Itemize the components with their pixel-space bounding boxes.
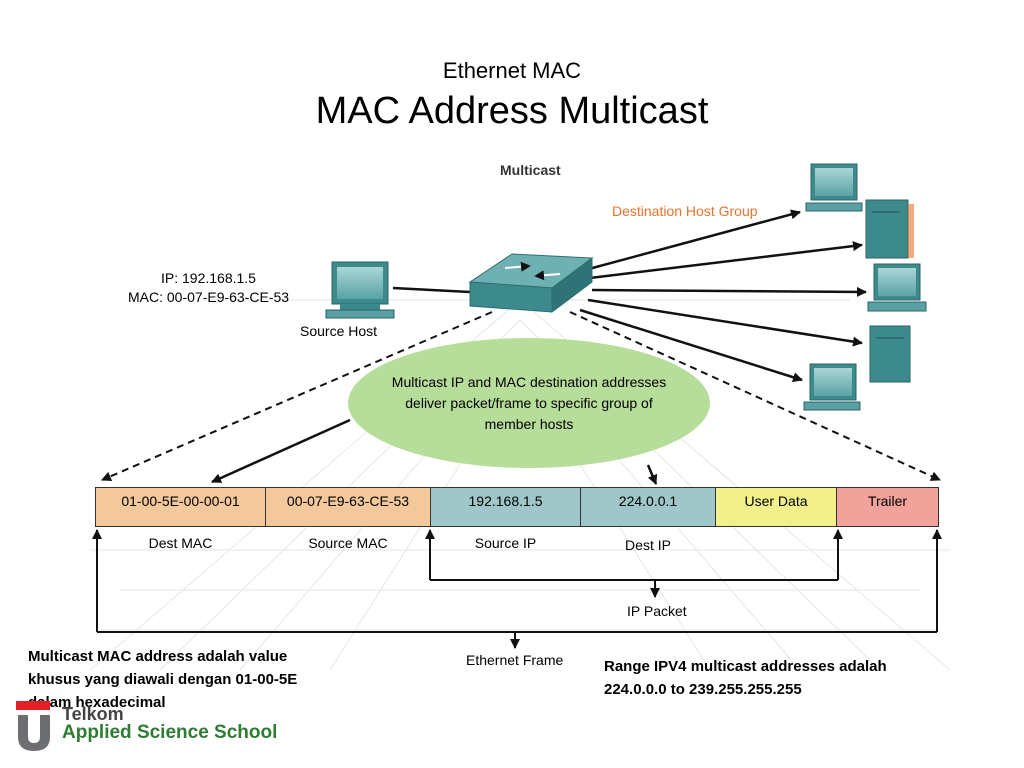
destination-pc-1-icon bbox=[805, 163, 863, 212]
telkom-logo-icon bbox=[16, 701, 50, 751]
source-host-label: Source Host bbox=[300, 323, 378, 339]
frame-trailer-field: Trailer bbox=[836, 487, 939, 527]
multicast-heading: Multicast bbox=[500, 162, 561, 178]
source-ip-label-bottom: Source IP bbox=[474, 535, 537, 551]
multicast-mac-note: Multicast MAC address adalah value khusu… bbox=[28, 648, 298, 711]
destination-server-2-icon bbox=[869, 325, 911, 383]
logo-school-text: Applied Science School bbox=[62, 722, 278, 743]
bubble-pointers bbox=[211, 418, 658, 485]
dashed-arrows bbox=[101, 311, 941, 482]
ip-packet-label: IP Packet bbox=[627, 603, 687, 619]
ethernet-frame-label: Ethernet Frame bbox=[466, 652, 564, 668]
frame-dest-mac-field: 01-00-5E-00-00-01 bbox=[95, 487, 266, 527]
source-link-line bbox=[392, 286, 471, 294]
source-host-icon bbox=[325, 261, 395, 319]
multicast-explanation-bubble: Multicast IP and MAC destination address… bbox=[348, 338, 710, 468]
destination-group-label: Destination Host Group bbox=[612, 203, 758, 219]
destination-pc-3-icon bbox=[803, 363, 861, 411]
frame-dest-ip-field: 224.0.0.1 bbox=[580, 487, 716, 527]
frame-source-ip-field: 192.168.1.5 bbox=[430, 487, 581, 527]
destination-pc-2-icon bbox=[867, 263, 927, 312]
dest-mac-label: Dest MAC bbox=[148, 535, 213, 551]
switch-icon bbox=[468, 253, 594, 313]
slide-title: MAC Address Multicast bbox=[315, 90, 709, 132]
ipv4-range-note: Range IPV4 multicast addresses adalah 22… bbox=[604, 658, 887, 698]
logo-brand-text: Telkom bbox=[62, 704, 124, 724]
source-ip-label: IP: 192.168.1.5 bbox=[161, 270, 256, 286]
dest-ip-label: Dest IP bbox=[625, 537, 671, 553]
source-mac-label-bottom: Source MAC bbox=[308, 535, 388, 551]
destination-server-1-icon bbox=[865, 199, 914, 259]
frame-user-data-field: User Data bbox=[715, 487, 837, 527]
frame-source-mac-field: 00-07-E9-63-CE-53 bbox=[265, 487, 431, 527]
frame-brackets bbox=[92, 529, 942, 649]
multicast-arrows bbox=[579, 209, 867, 383]
source-mac-label: MAC: 00-07-E9-63-CE-53 bbox=[128, 289, 290, 305]
slide-supertitle: Ethernet MAC bbox=[442, 58, 582, 83]
